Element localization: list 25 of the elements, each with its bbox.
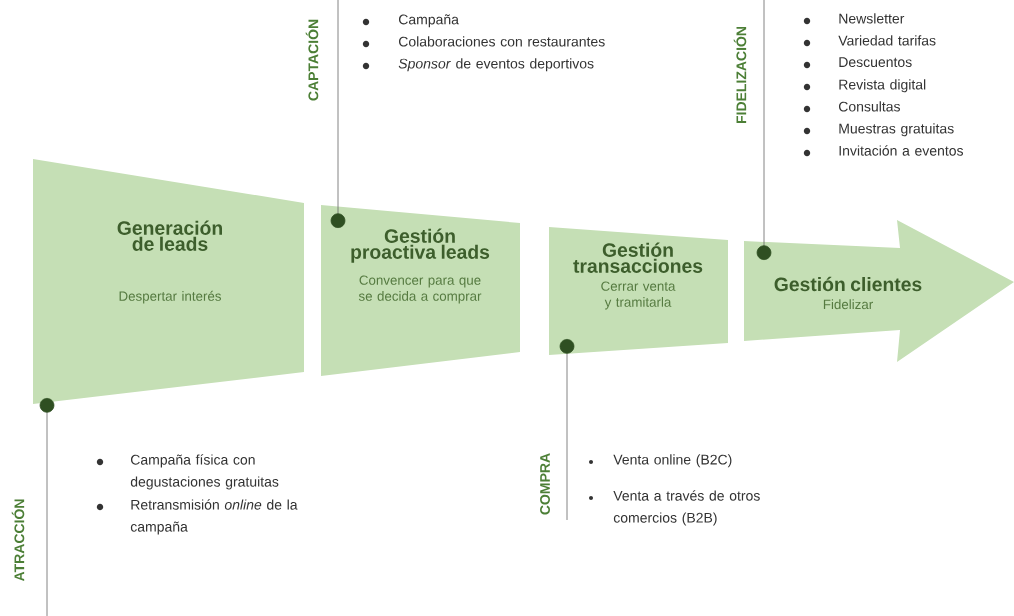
funnel-segment: Gestión clientes Fidelizar [744, 220, 1014, 362]
stage-label: FIDELIZACIÓN [733, 26, 747, 124]
bullet-item: Venta a través de otros comercios (B2B) [613, 490, 760, 526]
bullet-item: Campaña [399, 14, 459, 28]
bullet-item: Venta online (B2C) [613, 454, 732, 468]
leader-line [39, 398, 55, 616]
bullet-item: Sponsor de eventos deportivos [398, 58, 594, 72]
bullet-item: Variedad tarifas [838, 35, 936, 46]
bullet-item: Colaboraciones con restaurantes [399, 36, 605, 47]
bullet-item: Revista digital [839, 79, 926, 93]
bullet-item: Muestras gratuitas [839, 123, 954, 137]
bullet-item: Consultas [839, 101, 900, 112]
leader-line [559, 339, 575, 521]
bullet-item: Newsletter [839, 13, 905, 24]
leader-line [330, 0, 346, 228]
bullet-item: Retransmisión online de la campaña [130, 499, 298, 535]
leader-line [756, 0, 772, 260]
funnel-segment: Generación de leads Despertar interés [33, 159, 304, 404]
bullet-item: Descuentos [839, 57, 912, 68]
stage-label: COMPRA [540, 453, 550, 515]
funnel-segment: Gestión proactiva leads Convencer para que se decida a comprar [321, 205, 520, 376]
stage-label: CAPTACIÓN [305, 19, 319, 101]
stage-label: ATRACCIÓN [11, 499, 25, 582]
bullet-item: Invitación a eventos [839, 145, 963, 156]
funnel-segment: Gestión transacciones Cerrar venta y tramitarla [549, 227, 728, 355]
